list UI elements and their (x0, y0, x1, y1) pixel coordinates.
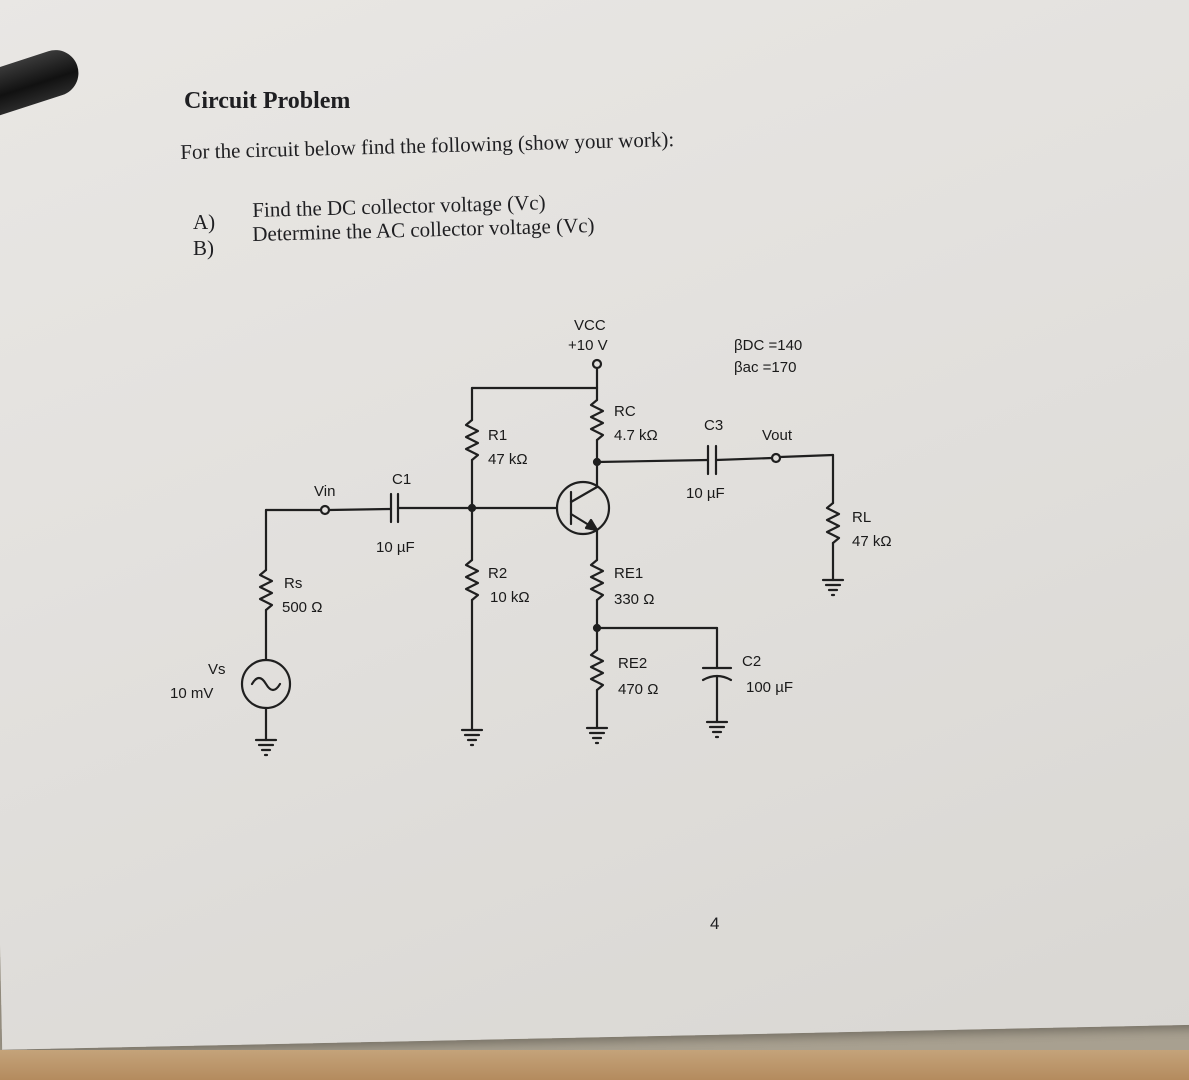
task-b-label: B) (193, 236, 214, 260)
vcc-terminal (591, 358, 603, 370)
page-title: Circuit Problem (184, 88, 351, 114)
rs-value: 500 Ω (282, 599, 322, 616)
r2-name: R2 (488, 565, 507, 582)
re2-resistor (589, 648, 605, 692)
ground-c2 (705, 720, 729, 739)
task-a-label: A) (193, 210, 216, 234)
sine-icon (250, 676, 282, 692)
c3-name: C3 (704, 417, 723, 434)
vout-terminal (770, 452, 782, 464)
vin-terminal (319, 504, 331, 516)
vcc-value: +10 V (568, 337, 608, 354)
vout-label: Vout (762, 427, 793, 444)
c2-value: 100 µF (746, 679, 793, 696)
rl-resistor (825, 501, 841, 545)
re1-name: RE1 (614, 565, 643, 582)
rl-name: RL (852, 509, 871, 526)
beta-dc-label: βDC =140 (734, 337, 802, 354)
c1-name: C1 (392, 471, 411, 488)
emitter-arrow (584, 518, 599, 532)
vs-name: Vs (208, 661, 226, 678)
rs-resistor (258, 568, 274, 612)
r2-resistor (464, 558, 480, 602)
re2-value: 470 Ω (618, 681, 658, 698)
beta-ac-label: βac =170 (734, 359, 796, 376)
r2-value: 10 kΩ (490, 589, 530, 606)
vs-value: 10 mV (170, 685, 213, 702)
rc-name: RC (614, 403, 636, 420)
page-number: 4 (710, 914, 720, 933)
c1-value: 10 µF (376, 539, 415, 556)
vin-label: Vin (314, 483, 335, 500)
r1-value: 47 kΩ (488, 451, 528, 468)
table-edge (0, 1050, 1189, 1080)
rl-value: 47 kΩ (852, 533, 892, 550)
ground-rl (821, 578, 845, 597)
bjt-transistor (555, 480, 611, 536)
vcc-name: VCC (574, 317, 606, 334)
ground-r2 (460, 728, 484, 747)
re2-name: RE2 (618, 655, 647, 672)
re1-resistor (589, 558, 605, 602)
ground-re2 (585, 726, 609, 745)
r1-resistor (464, 418, 480, 462)
rc-resistor (589, 398, 605, 442)
c2-name: C2 (742, 653, 761, 670)
rc-value: 4.7 kΩ (614, 427, 658, 444)
rs-name: Rs (284, 575, 302, 592)
re1-value: 330 Ω (614, 591, 654, 608)
ground-vs (254, 738, 278, 757)
r1-name: R1 (488, 427, 507, 444)
c3-value: 10 µF (686, 485, 725, 502)
